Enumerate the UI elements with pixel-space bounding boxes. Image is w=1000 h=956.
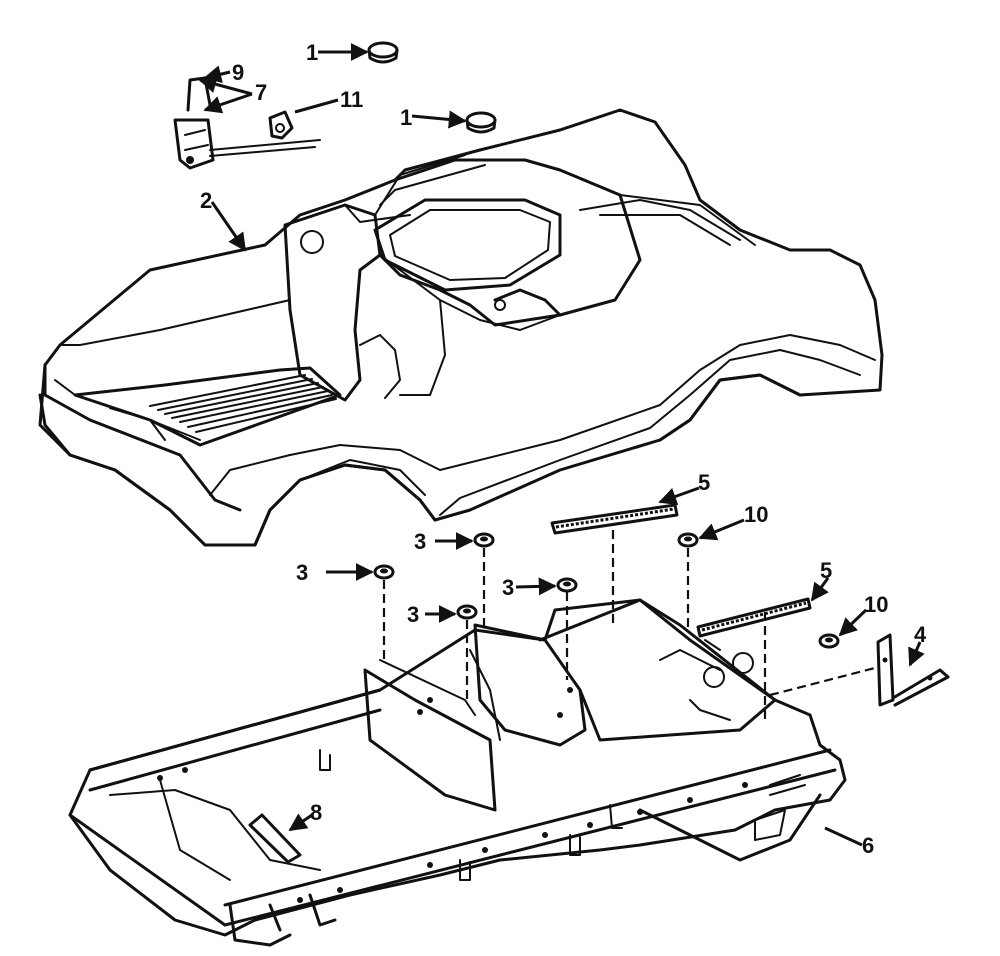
grommet-3-lower — [456, 604, 478, 620]
callout-6: 6 — [862, 833, 874, 858]
chassis-frame — [68, 598, 847, 947]
pad-strip-5-upper — [550, 503, 679, 535]
body-shell — [38, 108, 884, 547]
callout-1b: 1 — [400, 105, 412, 130]
callout-3-mid: 3 — [502, 575, 514, 600]
callout-1a: 1 — [306, 40, 318, 65]
leaders — [198, 43, 925, 847]
callout-5-upper: 5 — [698, 470, 710, 495]
bumper-1a — [367, 41, 399, 64]
callout-10-upper: 10 — [744, 502, 768, 527]
callout-4: 4 — [914, 622, 927, 647]
callout-8: 8 — [310, 800, 322, 825]
callout-9: 9 — [232, 60, 244, 85]
callout-5-lower: 5 — [820, 558, 832, 583]
grommet-3-top — [473, 532, 495, 548]
pad-strip-5-lower — [696, 597, 812, 638]
grommet-10-left — [677, 532, 699, 548]
grommet-10-right — [818, 633, 840, 649]
callout-11: 11 — [340, 87, 363, 112]
assembly-lines — [382, 530, 876, 720]
bracket-part-4 — [876, 633, 950, 707]
grommet-3-mid — [556, 577, 578, 593]
callout-2: 2 — [200, 188, 212, 213]
callout-labels: 1 1 2 3 3 3 3 4 5 5 6 7 8 9 10 10 11 — [200, 40, 927, 858]
callout-7: 7 — [255, 80, 267, 105]
callout-10-lower: 10 — [864, 592, 888, 617]
grommet-3-left — [373, 564, 395, 580]
callout-3-lower: 3 — [407, 602, 419, 627]
callout-3-left: 3 — [296, 560, 308, 585]
floor-mat-ribs — [109, 374, 337, 441]
callout-3-top: 3 — [414, 529, 426, 554]
bumper-1b — [465, 111, 497, 134]
